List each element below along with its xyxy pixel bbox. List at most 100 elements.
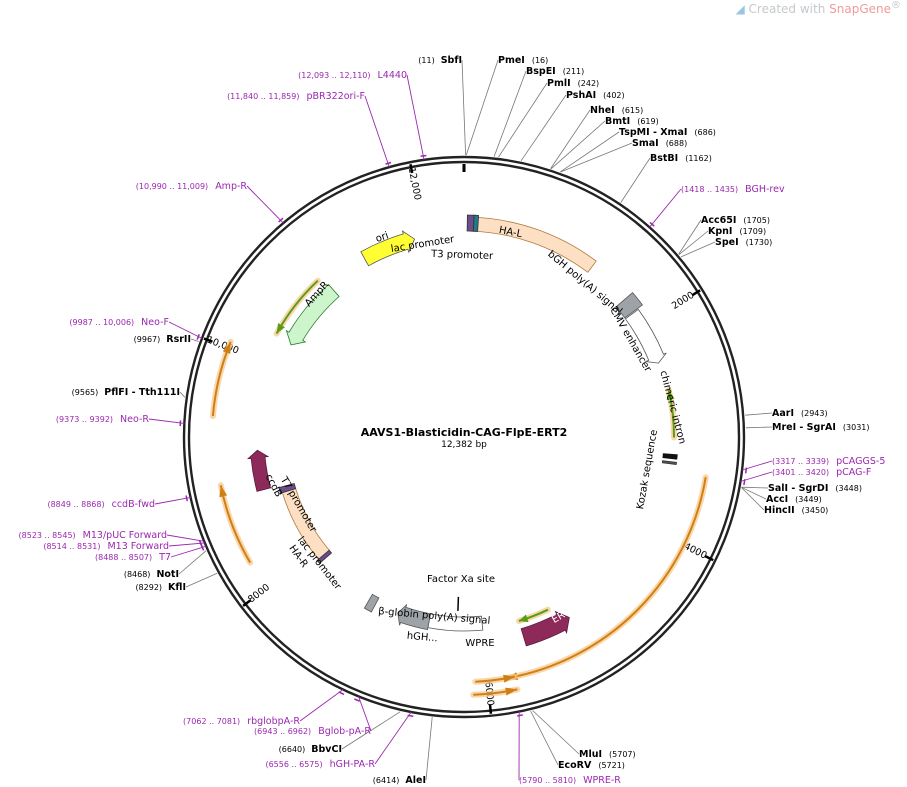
kozak-mark-2 xyxy=(661,460,677,466)
enzyme-pflfi-tth111i[interactable]: (9565)PflFI - Tth111I xyxy=(72,387,180,398)
enzyme-ecorv[interactable]: EcoRV(5721) xyxy=(558,760,625,771)
primer-pbr322ori-f[interactable]: (11,840 .. 11,859)pBR322ori-F xyxy=(227,91,365,102)
primer-name: Bglob-pA-R xyxy=(318,726,371,737)
primer-range: (8849 .. 8868) xyxy=(47,500,104,509)
enzyme-mrei-sgrai[interactable]: MreI - SgrAI(3031) xyxy=(772,422,870,433)
enzyme-name: NheI xyxy=(590,105,615,116)
ampr-inner-arrow xyxy=(273,277,321,337)
enzyme-rsrii[interactable]: (9967)RsrII xyxy=(134,334,191,345)
enzyme-kpni[interactable]: KpnI(1709) xyxy=(708,226,766,237)
enzyme-acc65i[interactable]: Acc65I (1705) xyxy=(701,215,770,226)
primer-name: M13 Forward xyxy=(107,541,169,552)
enzyme-position: (11) xyxy=(418,56,434,65)
enzyme-position: (16) xyxy=(532,56,548,65)
enzyme-spei[interactable]: SpeI(1730) xyxy=(715,237,772,248)
primer-site-mark xyxy=(196,334,200,340)
enzyme-alei[interactable]: (6414)AleI xyxy=(373,775,426,786)
ha-l-arc xyxy=(469,216,597,273)
orange-short-arrow-2 xyxy=(470,686,521,698)
enzyme-nhei[interactable]: NheI(615) xyxy=(590,105,643,116)
primer-pcag-f[interactable]: (3401 .. 3420)pCAG-F xyxy=(772,467,871,478)
enzyme-label: MreI - SgrAI(3031) xyxy=(772,422,870,433)
lac-promoter-mark-2 xyxy=(316,549,333,564)
enzyme-leader xyxy=(741,487,765,511)
tick-8000: 8000 xyxy=(242,582,272,607)
primer-range: (7062 .. 7081) xyxy=(183,717,240,726)
enzyme-sbfi[interactable]: (11)SbfI xyxy=(418,55,462,66)
enzyme-pshai[interactable]: PshAI(402) xyxy=(566,90,625,101)
primer-label: (6556 .. 6575)hGH-PA-R xyxy=(265,759,375,770)
enzyme-sali-sgrdi[interactable]: SalI - SgrDI(3448) xyxy=(768,483,862,494)
primer-name: T7 xyxy=(158,552,171,563)
enzyme-aari[interactable]: AarI(2943) xyxy=(772,408,828,419)
backbone-inner-ring xyxy=(187,160,741,714)
enzyme-pmli[interactable]: PmlI(242) xyxy=(547,78,599,89)
enzyme-pmei[interactable]: PmeI(16) xyxy=(498,55,548,66)
enzyme-noti[interactable]: (8468)NotI xyxy=(124,569,179,580)
tick-label: 2000 xyxy=(670,290,696,312)
tick-label: 8000 xyxy=(246,582,272,605)
feature-label-wpre: WPRE xyxy=(465,638,494,649)
enzyme-hincii[interactable]: HincII(3450) xyxy=(764,505,828,516)
primer-label: (8514 .. 8531)M13 Forward xyxy=(43,541,169,552)
enzyme-leader xyxy=(559,131,620,173)
primer-neo-r[interactable]: (9373 .. 9392)Neo-R xyxy=(56,414,150,425)
primer-leader xyxy=(168,321,203,339)
primer-pcaggs-5[interactable]: (3317 .. 3339)pCAGGS-5 xyxy=(772,456,885,467)
watermark-prefix: Created with xyxy=(748,2,830,16)
enzyme-bbvci[interactable]: (6640)BbvCI xyxy=(279,744,342,755)
primer-t7[interactable]: (8488 .. 8507)T7 xyxy=(95,552,171,563)
primer-name: Amp-R xyxy=(215,181,247,192)
enzyme-smai[interactable]: SmaI(688) xyxy=(632,138,687,149)
plasmid-length: 12,382 bp xyxy=(441,440,487,450)
enzyme-label: SmaI(688) xyxy=(632,138,687,149)
primer-wpre-r[interactable]: (5790 .. 5810)WPRE-R xyxy=(519,775,621,786)
primer-bgh-rev[interactable]: (1418 .. 1435)BGH-rev xyxy=(681,184,785,195)
enzyme-name: HincII xyxy=(764,505,795,516)
enzyme-label: EcoRV(5721) xyxy=(558,760,625,771)
enzyme-bmti[interactable]: BmtI(619) xyxy=(605,116,659,127)
enzyme-tspmi-xmai[interactable]: TspMI - XmaI(686) xyxy=(619,127,716,138)
enzyme-bstbi[interactable]: BstBI(1162) xyxy=(650,153,712,164)
primer-ccdb-fwd[interactable]: (8849 .. 8868)ccdB-fwd xyxy=(47,499,155,510)
ori-arrow xyxy=(360,230,416,267)
enzyme-name: AccI xyxy=(766,494,788,505)
primer-label: (6943 .. 6962)Bglob-pA-R xyxy=(254,726,371,737)
primer-bglob-pa-r[interactable]: (6943 .. 6962)Bglob-pA-R xyxy=(254,726,371,737)
enzyme-name: SpeI xyxy=(715,237,739,248)
primer-l4440[interactable]: (12,093 .. 12,110)L4440 xyxy=(298,70,407,81)
snapgene-logo-icon: ◢ xyxy=(735,2,745,16)
t3-promoter-mark xyxy=(472,214,480,232)
enzyme-acci[interactable]: AccI(3449) xyxy=(766,494,822,505)
primer-site-mark xyxy=(278,217,284,223)
enzyme-leader xyxy=(465,59,499,156)
enzyme-position: (1705) xyxy=(743,216,770,225)
feature-label-factor-xa-site: Factor Xa site xyxy=(427,574,495,585)
enzyme-label: (6640)BbvCI xyxy=(279,744,342,755)
primer-range: (6556 .. 6575) xyxy=(265,760,322,769)
tick-12000: 12,000 xyxy=(406,163,423,201)
orange-left-arrow-1 xyxy=(217,482,254,566)
tick-label: 10,000 xyxy=(205,335,240,357)
feature-label-ha-l: HA-L xyxy=(498,225,523,240)
primer-m13-puc-forward[interactable]: (8523 .. 8545)M13/pUC Forward xyxy=(19,530,167,541)
primer-neo-f[interactable]: (9987 .. 10,006)Neo-F xyxy=(69,317,169,328)
enzyme-position: (686) xyxy=(694,128,716,137)
primer-name: pCAGGS-5 xyxy=(836,456,885,467)
enzyme-leader xyxy=(550,120,606,170)
primer-m13-forward[interactable]: (8514 .. 8531)M13 Forward xyxy=(43,541,169,552)
enzyme-leader xyxy=(520,94,567,162)
enzyme-name: Acc65I xyxy=(701,215,736,226)
enzyme-kfli[interactable]: (8292)KflI xyxy=(135,582,186,593)
enzyme-bspei[interactable]: BspEI(211) xyxy=(526,66,584,77)
feature-label-hgh-: hGH... xyxy=(406,631,438,645)
enzyme-mlui[interactable]: MluI(5707) xyxy=(579,749,636,760)
primer-rbglobpa-r[interactable]: (7062 .. 7081)rbglobpA-R xyxy=(183,716,300,727)
primer-hgh-pa-r[interactable]: (6556 .. 6575)hGH-PA-R xyxy=(265,759,375,770)
primer-leader xyxy=(168,542,205,547)
enzyme-name: AarI xyxy=(772,408,794,419)
primer-label: (12,093 .. 12,110)L4440 xyxy=(298,70,407,81)
primer-amp-r[interactable]: (10,990 .. 11,009)Amp-R xyxy=(136,181,248,192)
t7-promoter-mark xyxy=(278,483,297,494)
